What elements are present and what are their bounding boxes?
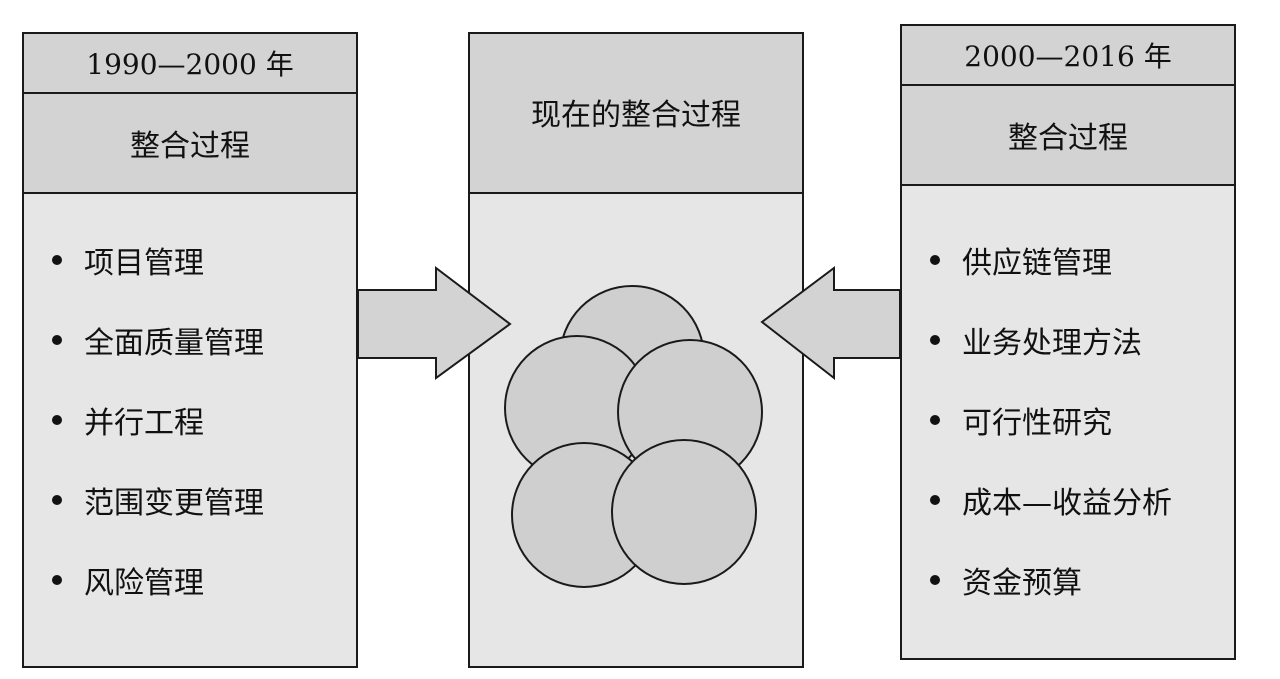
list-item-label: 范围变更管理 — [84, 486, 264, 521]
bullet-icon — [930, 335, 940, 345]
list-item-label: 业务处理方法 — [962, 326, 1142, 361]
left-title-header: 整合过程 — [24, 94, 356, 194]
right-panel: 2000—2016 年 整合过程 供应链管理 业务处理方法 可行性研究 成本—收… — [900, 24, 1236, 660]
bullet-icon — [52, 335, 62, 345]
left-panel: 1990—2000 年 整合过程 项目管理 全面质量管理 并行工程 范围变更管理… — [22, 32, 358, 668]
bullet-icon — [930, 255, 940, 265]
right-arrow-icon — [357, 265, 512, 380]
list-item-label: 资金预算 — [962, 566, 1082, 601]
list-item: 供应链管理 — [930, 240, 1112, 281]
list-item: 并行工程 — [52, 400, 204, 441]
list-item-label: 项目管理 — [84, 246, 204, 281]
list-item-label: 可行性研究 — [962, 406, 1112, 441]
list-item-label: 风险管理 — [84, 566, 204, 601]
list-item: 成本—收益分析 — [930, 480, 1172, 521]
bullet-icon — [52, 415, 62, 425]
list-item-label: 成本—收益分析 — [962, 486, 1172, 521]
left-title-label: 整合过程 — [130, 129, 250, 164]
list-item-label: 并行工程 — [84, 406, 204, 441]
bullet-icon — [930, 495, 940, 505]
left-arrow-icon — [760, 266, 901, 381]
center-title-label: 现在的整合过程 — [531, 98, 741, 133]
list-item: 全面质量管理 — [52, 320, 264, 361]
right-year-label: 2000—2016 年 — [964, 40, 1172, 73]
center-title-header: 现在的整合过程 — [470, 34, 802, 194]
right-year-header: 2000—2016 年 — [902, 26, 1234, 86]
list-item: 项目管理 — [52, 240, 204, 281]
list-item-label: 全面质量管理 — [84, 326, 264, 361]
left-year-header: 1990—2000 年 — [24, 34, 356, 94]
right-title-header: 整合过程 — [902, 86, 1234, 186]
list-item: 范围变更管理 — [52, 480, 264, 521]
list-item: 资金预算 — [930, 560, 1082, 601]
list-item: 风险管理 — [52, 560, 204, 601]
list-item: 可行性研究 — [930, 400, 1112, 441]
right-title-label: 整合过程 — [1008, 121, 1128, 156]
circle-bottom-right — [611, 439, 757, 585]
bullet-icon — [52, 255, 62, 265]
left-year-label: 1990—2000 年 — [86, 48, 294, 81]
circle-cluster — [504, 285, 763, 588]
bullet-icon — [52, 575, 62, 585]
bullet-icon — [930, 575, 940, 585]
list-item-label: 供应链管理 — [962, 246, 1112, 281]
bullet-icon — [52, 495, 62, 505]
list-item: 业务处理方法 — [930, 320, 1142, 361]
bullet-icon — [930, 415, 940, 425]
